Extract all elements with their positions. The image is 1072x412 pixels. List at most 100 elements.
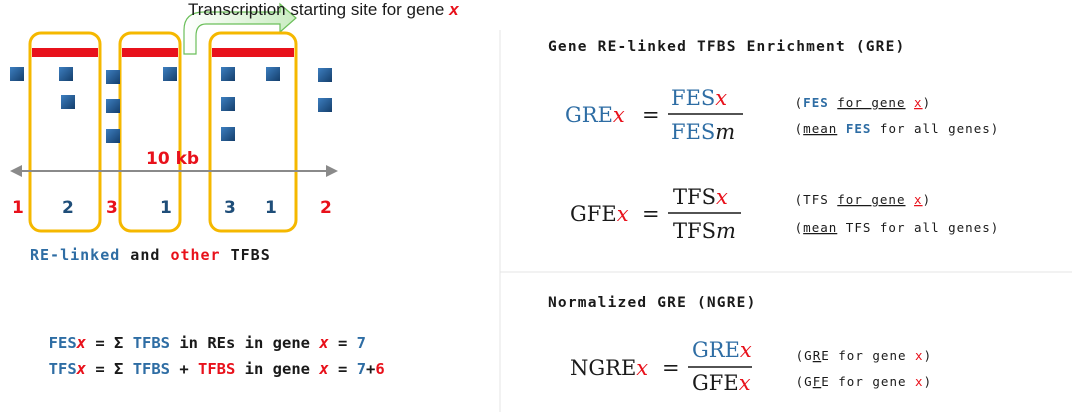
gre-num-var: x [715, 86, 727, 110]
tfs-eq-mid2: in gene [235, 360, 319, 378]
ngre-den-note: (GFE for gene x) [753, 374, 958, 389]
ngre-lhs-var: x [636, 356, 648, 380]
gfe-den-note: (mean TFS for all genes) [752, 220, 1025, 235]
gfe-num-name: TFS [673, 185, 716, 209]
fes-eq-var: x [76, 334, 87, 352]
ngre-den-note-x: x [915, 374, 924, 389]
gfe-num-var: x [716, 185, 728, 209]
tfbs-square [106, 99, 120, 113]
gre-num-note-open: ( [795, 95, 804, 110]
ngre-num-note-rest: E for gene [821, 348, 915, 363]
scale-arrow [10, 165, 338, 177]
fes-eq-mid1: = Σ [86, 334, 133, 352]
gre-num-note-close: ) [923, 95, 932, 110]
count-3: 3 [106, 198, 118, 218]
gre-den-note: (mean FES for all genes) [752, 121, 1025, 136]
ngre-num-note-r: R [813, 348, 822, 363]
gfe-numerator: TFSx [673, 185, 728, 209]
ngre-lhs: NGREx [570, 356, 648, 380]
ngre-title: Normalized GRE (NGRE) [548, 295, 757, 311]
tfbs-square [10, 67, 24, 81]
tfbs-square [266, 67, 280, 81]
gre-numerator: FESx [671, 86, 727, 110]
tfs-eq-val2: 6 [375, 360, 384, 378]
gre-den-name: FES [671, 120, 715, 144]
gfe-num-note: (TFS for gene x) [752, 192, 957, 207]
ngre-den-note-open: (G [796, 374, 813, 389]
gfe-den-note-open: ( [795, 220, 804, 235]
tfs-eq-val-plus: + [366, 360, 375, 378]
legend: RE-linked and other TFBS [30, 246, 271, 264]
gre-den-note-open: ( [795, 121, 804, 136]
count-7: 2 [320, 198, 332, 218]
fes-eq-lhs: FES [49, 334, 77, 352]
gre-num-note-x: x [914, 95, 923, 110]
ngre-equals: = [662, 356, 680, 380]
ngre-num-name: GRE [692, 338, 740, 362]
scale-label: 10 kb [146, 149, 199, 169]
tss-arrow [183, 2, 297, 55]
legend-and: and [120, 246, 170, 264]
tfbs-square [318, 68, 332, 82]
ngre-num-note-x: x [915, 348, 924, 363]
fes-eq-var2: x [318, 334, 329, 352]
legend-other: other [170, 246, 220, 264]
gfe-den-name: TFS [673, 219, 716, 243]
count-1: 1 [12, 198, 24, 218]
ngre-den-name: GFE [692, 371, 739, 395]
gre-lhs: GREx [565, 103, 625, 127]
count-5: 3 [224, 198, 236, 218]
gfe-den-note-mean: mean [803, 220, 837, 235]
gre-num-note-sp [829, 95, 838, 110]
ngre-num-note: (GRE for gene x) [753, 348, 958, 363]
ngre-num-note-open: (G [796, 348, 813, 363]
count-4: 1 [160, 198, 172, 218]
gfe-den-note-rest: TFS for all genes) [837, 220, 999, 235]
re-bar-2 [122, 48, 178, 57]
gre-num-note-fes: FES [803, 95, 829, 110]
tfbs-squares [10, 67, 332, 143]
ngre-den-note-rest: E for gene [821, 374, 915, 389]
gre-den-var: m [715, 120, 735, 144]
re-box-3 [208, 31, 298, 233]
ngre-num-var: x [740, 338, 752, 362]
gfe-num-note-for-gene: for gene [837, 192, 905, 207]
ngre-denominator: GFEx [692, 371, 751, 395]
gre-title: Gene RE-linked TFBS Enrichment (GRE) [548, 39, 905, 55]
tss-label-var: x [448, 0, 460, 19]
fes-eq-eq: = [329, 334, 357, 352]
ngre-den-note-f: F [813, 374, 822, 389]
fes-eq-val: 7 [357, 334, 366, 352]
gfe-den-var: m [716, 219, 736, 243]
count-2: 2 [62, 198, 74, 218]
gfe-num-note-open: (TFS [795, 192, 838, 207]
count-6: 1 [265, 198, 277, 218]
tfs-eq-eq: = [329, 360, 357, 378]
gfe-lhs: GFEx [570, 202, 629, 226]
ngre-num-note-close: ) [924, 348, 933, 363]
gfe-lhs-name: GFE [570, 202, 617, 226]
gre-den-note-sp [837, 121, 846, 136]
fes-equation: FESx = Σ TFBS in REs in gene x = 7 [2, 334, 394, 352]
tfs-eq-plus: + [170, 360, 198, 378]
re-box-1 [28, 31, 102, 233]
gre-den-note-fes: FES [846, 121, 872, 136]
tfbs-square [221, 127, 235, 141]
ngre-den-var: x [739, 371, 751, 395]
gre-num-note-for-gene: for gene [837, 95, 905, 110]
gfe-equals: = [642, 202, 660, 226]
tfs-equation: TFSx = Σ TFBS + TFBS in gene x = 7+6 [2, 360, 413, 378]
tfs-eq-var2: x [318, 360, 329, 378]
gre-num-note-sp2 [906, 95, 915, 110]
tfs-eq-val1: 7 [357, 360, 366, 378]
gfe-num-note-x: x [914, 192, 923, 207]
ngre-den-note-close: ) [924, 374, 933, 389]
gre-den-note-mean: mean [803, 121, 837, 136]
tfbs-square [106, 129, 120, 143]
tfbs-square [106, 70, 120, 84]
tfs-eq-mid1: = Σ [86, 360, 133, 378]
legend-tfbs: TFBS [221, 246, 271, 264]
gre-den-note-rest: for all genes) [871, 121, 999, 136]
gfe-lhs-var: x [617, 202, 629, 226]
gre-denominator: FESm [671, 120, 735, 144]
